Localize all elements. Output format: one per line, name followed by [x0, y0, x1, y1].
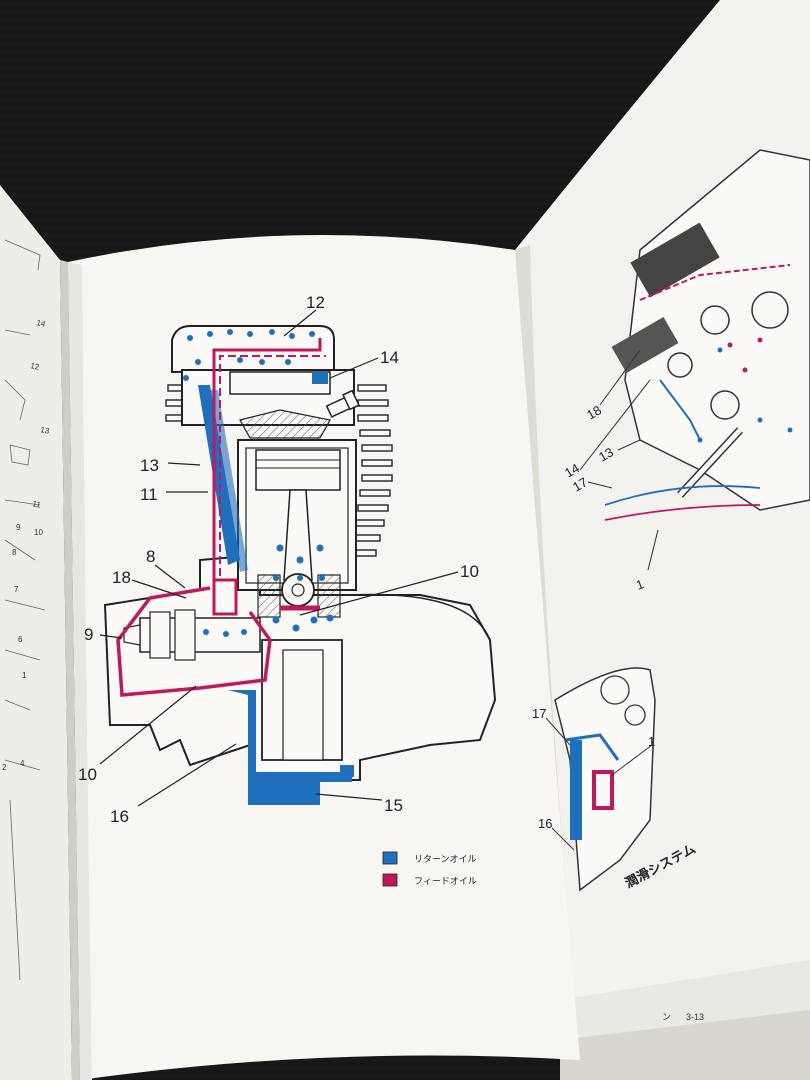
return-oil-sump — [228, 690, 320, 805]
right-top-diagram: 18 13 14 17 1 — [562, 149, 810, 593]
right-callout-1: 1 — [634, 576, 646, 593]
left-callout: 6 — [18, 635, 23, 644]
left-callout: 2 — [2, 763, 7, 772]
feed-oil-line — [212, 338, 322, 612]
left-callout: 12 — [30, 361, 41, 372]
main-callouts: 12 14 13 11 8 18 9 10 10 16 15 — [78, 293, 479, 826]
callout-16: 16 — [110, 807, 129, 826]
right-callout-17: 17 — [570, 474, 590, 494]
left-callout: 14 — [36, 318, 47, 329]
legend-return-swatch — [382, 851, 398, 865]
left-callout: 11 — [32, 499, 43, 510]
feed-oil-loop — [116, 586, 272, 697]
callout-15: 15 — [384, 796, 403, 815]
legend-return-label: リターンオイル — [414, 854, 477, 865]
callout-8: 8 — [146, 547, 155, 566]
left-callout: 7 — [14, 585, 19, 594]
right-callout-14: 14 — [562, 460, 582, 480]
right-top-callouts: 18 13 14 17 1 — [562, 402, 646, 592]
callout-9: 9 — [84, 625, 93, 644]
left-callout: 4 — [20, 759, 25, 768]
left-page: 14 12 13 11 9 10 8 7 6 1 2 4 — [0, 185, 80, 1080]
callout-10-right: 10 — [460, 562, 479, 581]
spark-plug — [325, 389, 360, 418]
callout-14: 14 — [380, 348, 399, 367]
page-number: 3-13 — [686, 1012, 704, 1022]
left-callout: 13 — [40, 425, 51, 436]
left-callout: 9 — [16, 523, 21, 532]
leader-lines — [99, 309, 459, 807]
left-callout: 10 — [34, 528, 43, 537]
left-callout: 1 — [22, 671, 27, 680]
left-page-callouts: 14 12 13 11 9 10 8 7 6 1 2 4 — [2, 318, 51, 772]
callout-10-left: 10 — [78, 765, 97, 784]
oil-droplets — [183, 329, 334, 637]
legend-feed-swatch — [382, 873, 398, 887]
engine-cutaway-diagram: 12 14 13 11 8 18 9 10 10 16 15 リターンオイル フ… — [78, 293, 497, 887]
callout-18: 18 — [112, 568, 131, 587]
right-callout-18: 18 — [584, 402, 604, 422]
page-prefix: ン — [662, 1012, 671, 1022]
inset-callout-17: 17 — [532, 706, 546, 721]
callout-12: 12 — [306, 293, 325, 312]
legend-feed-label: フィードオイル — [414, 876, 477, 887]
page-footer: ン 3-13 — [662, 1012, 704, 1022]
callout-13: 13 — [140, 456, 159, 475]
legend: リターンオイル フィードオイル — [382, 851, 477, 887]
inset-callout-16: 16 — [538, 816, 552, 831]
left-callout: 8 — [12, 548, 17, 557]
callout-11: 11 — [140, 485, 158, 504]
inset-callout-1: 1 — [648, 734, 655, 749]
right-inset-callouts: 17 1 16 — [532, 706, 655, 831]
right-callout-13: 13 — [596, 444, 616, 464]
